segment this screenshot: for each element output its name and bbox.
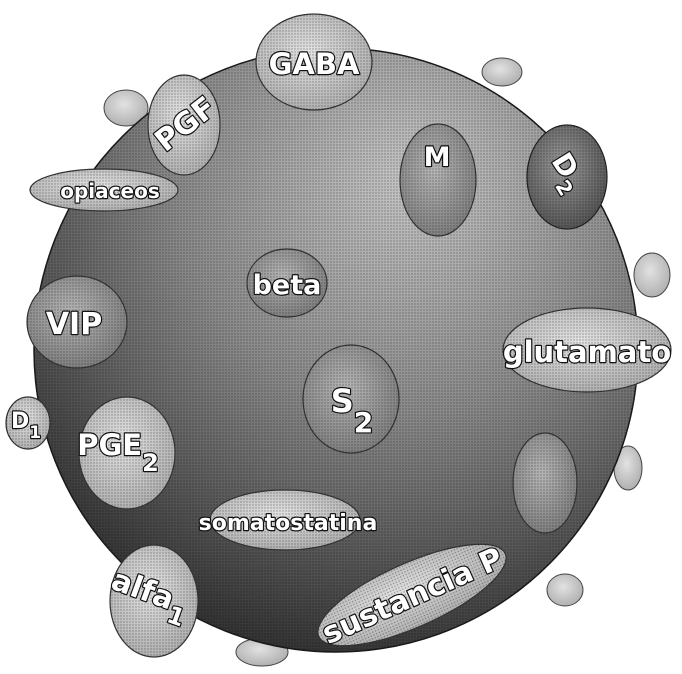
- receptor-s2: S2: [303, 345, 399, 453]
- label-d1-main: D: [11, 409, 29, 434]
- receptor-glutamato: glutamato: [503, 308, 671, 392]
- receptor-vip: VIP: [27, 276, 127, 368]
- receptor-opiaceos: opiaceos: [30, 169, 178, 211]
- receptor-extra: [513, 433, 577, 533]
- edge-bump: [634, 253, 670, 297]
- label-vip: VIP: [46, 307, 102, 342]
- label-s2-sub: 2: [354, 406, 373, 439]
- edge-bump: [482, 58, 522, 86]
- label-somatostatina: somatostatina: [199, 511, 378, 536]
- label-pge2-main: PGE: [77, 428, 142, 462]
- label-m: M: [424, 142, 451, 173]
- receptor-m: M: [400, 124, 476, 236]
- receptor-alfa1: alfa1: [103, 545, 198, 657]
- label-s2-main: S: [331, 382, 354, 420]
- label-beta: beta: [253, 270, 322, 301]
- receptor-beta: beta: [247, 249, 327, 317]
- receptor-d1: D1: [6, 397, 50, 449]
- label-d1-sub: 1: [29, 423, 41, 443]
- receptor-d2: D2: [527, 125, 607, 229]
- receptor-gaba: GABA: [256, 14, 372, 110]
- label-gaba: GABA: [269, 47, 360, 81]
- label-opiaceos: opiaceos: [60, 179, 159, 203]
- edge-bump: [547, 574, 583, 606]
- label-pge2-sub: 2: [142, 449, 159, 477]
- label-glutamato: glutamato: [503, 335, 671, 369]
